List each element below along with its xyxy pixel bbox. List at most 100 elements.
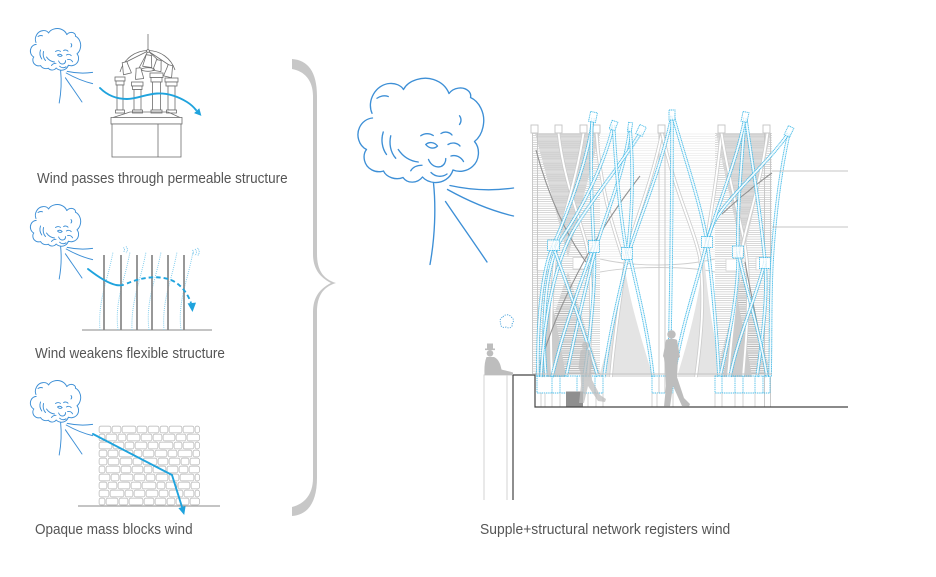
column-capital: [132, 85, 143, 90]
bell-icon: [142, 54, 153, 69]
stone-block: [143, 497, 155, 506]
tower-column: [131, 81, 144, 114]
flexed-blue-strand: [625, 127, 634, 255]
stone-block: [177, 449, 193, 458]
cloud-face-stroke: [51, 238, 57, 242]
cloud-face-stroke: [70, 219, 73, 224]
cloud-face-stroke: [37, 211, 43, 213]
strand-end-cap: [635, 123, 647, 138]
stone-block: [105, 465, 121, 474]
curly-brace: [292, 59, 336, 516]
spire-finial: [146, 49, 150, 53]
stone-block: [133, 489, 146, 498]
strand-core: [551, 245, 595, 378]
stone-block: [119, 457, 133, 466]
wind-gust-line: [64, 429, 83, 455]
cloud-face-stroke: [63, 401, 69, 404]
tower-roof-slope: [112, 111, 181, 118]
flexed-blue-strand: [551, 245, 600, 378]
strand-knot: [588, 240, 600, 253]
caption-supple-network: Supple+structural network registers wind: [480, 521, 731, 538]
post-sway-trace: [131, 251, 147, 331]
flexed-blue-strand: [542, 124, 616, 378]
person-body: [484, 357, 513, 375]
strand-knot: [732, 245, 744, 259]
stone-block: [105, 433, 118, 442]
post-sway-trace: [147, 251, 162, 331]
wind-arrow-line: [92, 433, 183, 508]
cloud-face-stroke: [65, 229, 72, 233]
cloud-face-stroke: [55, 226, 61, 228]
walking-person-figure: [578, 341, 606, 403]
column-top-caps: [530, 124, 771, 134]
column-base: [115, 109, 125, 114]
cloud-face-stroke: [440, 131, 453, 136]
flexed-blue-strand: [611, 124, 629, 255]
cloud-face-stroke: [51, 62, 57, 66]
stone-block: [194, 473, 200, 482]
cloud-face-stroke: [42, 227, 46, 237]
stone-block: [142, 449, 155, 458]
arrow-head-icon: [187, 302, 196, 312]
stone-block: [98, 457, 108, 466]
stone-block: [136, 425, 148, 434]
stone-block: [194, 489, 200, 498]
stone-block: [131, 465, 144, 474]
stone-block: [154, 497, 167, 506]
strand-knot: [621, 247, 633, 260]
cloud-face-stroke: [65, 53, 72, 57]
person-hat: [487, 343, 493, 349]
cloud-face-stroke: [39, 225, 43, 236]
column-shaft: [167, 85, 176, 111]
cloud-face-stroke: [42, 403, 46, 413]
stone-block: [166, 497, 176, 506]
stone-block: [107, 457, 120, 466]
cloud-face-stroke: [70, 43, 73, 48]
column-capital: [114, 76, 126, 82]
stone-block: [186, 433, 200, 442]
stone-block: [145, 489, 159, 498]
cloud-face-stroke: [57, 53, 63, 57]
caption-opaque-mass: Opaque mass blocks wind: [35, 521, 193, 538]
flexed-blue-strand: [627, 251, 655, 378]
flexed-blue-strand: [736, 251, 769, 378]
strand-end-cap: [588, 110, 598, 124]
person-body: [578, 349, 606, 403]
caption-flexible-structure: Wind weakens flexible structure: [35, 344, 225, 362]
cloud-face-stroke: [46, 56, 55, 63]
stone-block: [98, 481, 108, 490]
cloud-face-stroke: [46, 408, 55, 415]
strand-end-cap: [783, 125, 795, 138]
person-body: [663, 338, 690, 407]
post-sway-trace: [163, 251, 178, 331]
wind-gust-line: [58, 69, 62, 104]
column-capital: [164, 77, 179, 83]
wind-gust-line: [66, 422, 94, 426]
stone-block: [124, 441, 135, 450]
cloud-face-stroke: [427, 157, 447, 168]
bell-icon: [121, 61, 132, 76]
panel-flexible-structure: [29, 204, 212, 331]
stone-block: [147, 441, 159, 450]
stone-block: [158, 441, 174, 450]
cloud-face-stroke: [55, 402, 61, 404]
cloud-face-stroke: [59, 417, 67, 421]
stone-block: [152, 433, 163, 442]
person-head: [667, 330, 676, 339]
strand-core: [612, 124, 628, 255]
strand-core: [552, 245, 599, 378]
standing-person-figure: [663, 330, 690, 407]
footing-right: [714, 375, 771, 394]
stone-block: [128, 497, 144, 506]
wind-cloud-icon: [29, 204, 94, 280]
wind-arrow-passing-through: [99, 87, 202, 116]
grey-rest-strand: [660, 132, 705, 378]
person-hat-brim: [485, 348, 495, 351]
cloud-face-stroke: [389, 135, 397, 159]
post-sway-trace: [99, 251, 114, 331]
cloud-face-stroke: [58, 60, 66, 65]
cloud-face-stroke: [37, 35, 43, 37]
stone-block: [143, 465, 153, 474]
belt-band-line: [599, 258, 716, 266]
column-cap: [762, 124, 771, 134]
